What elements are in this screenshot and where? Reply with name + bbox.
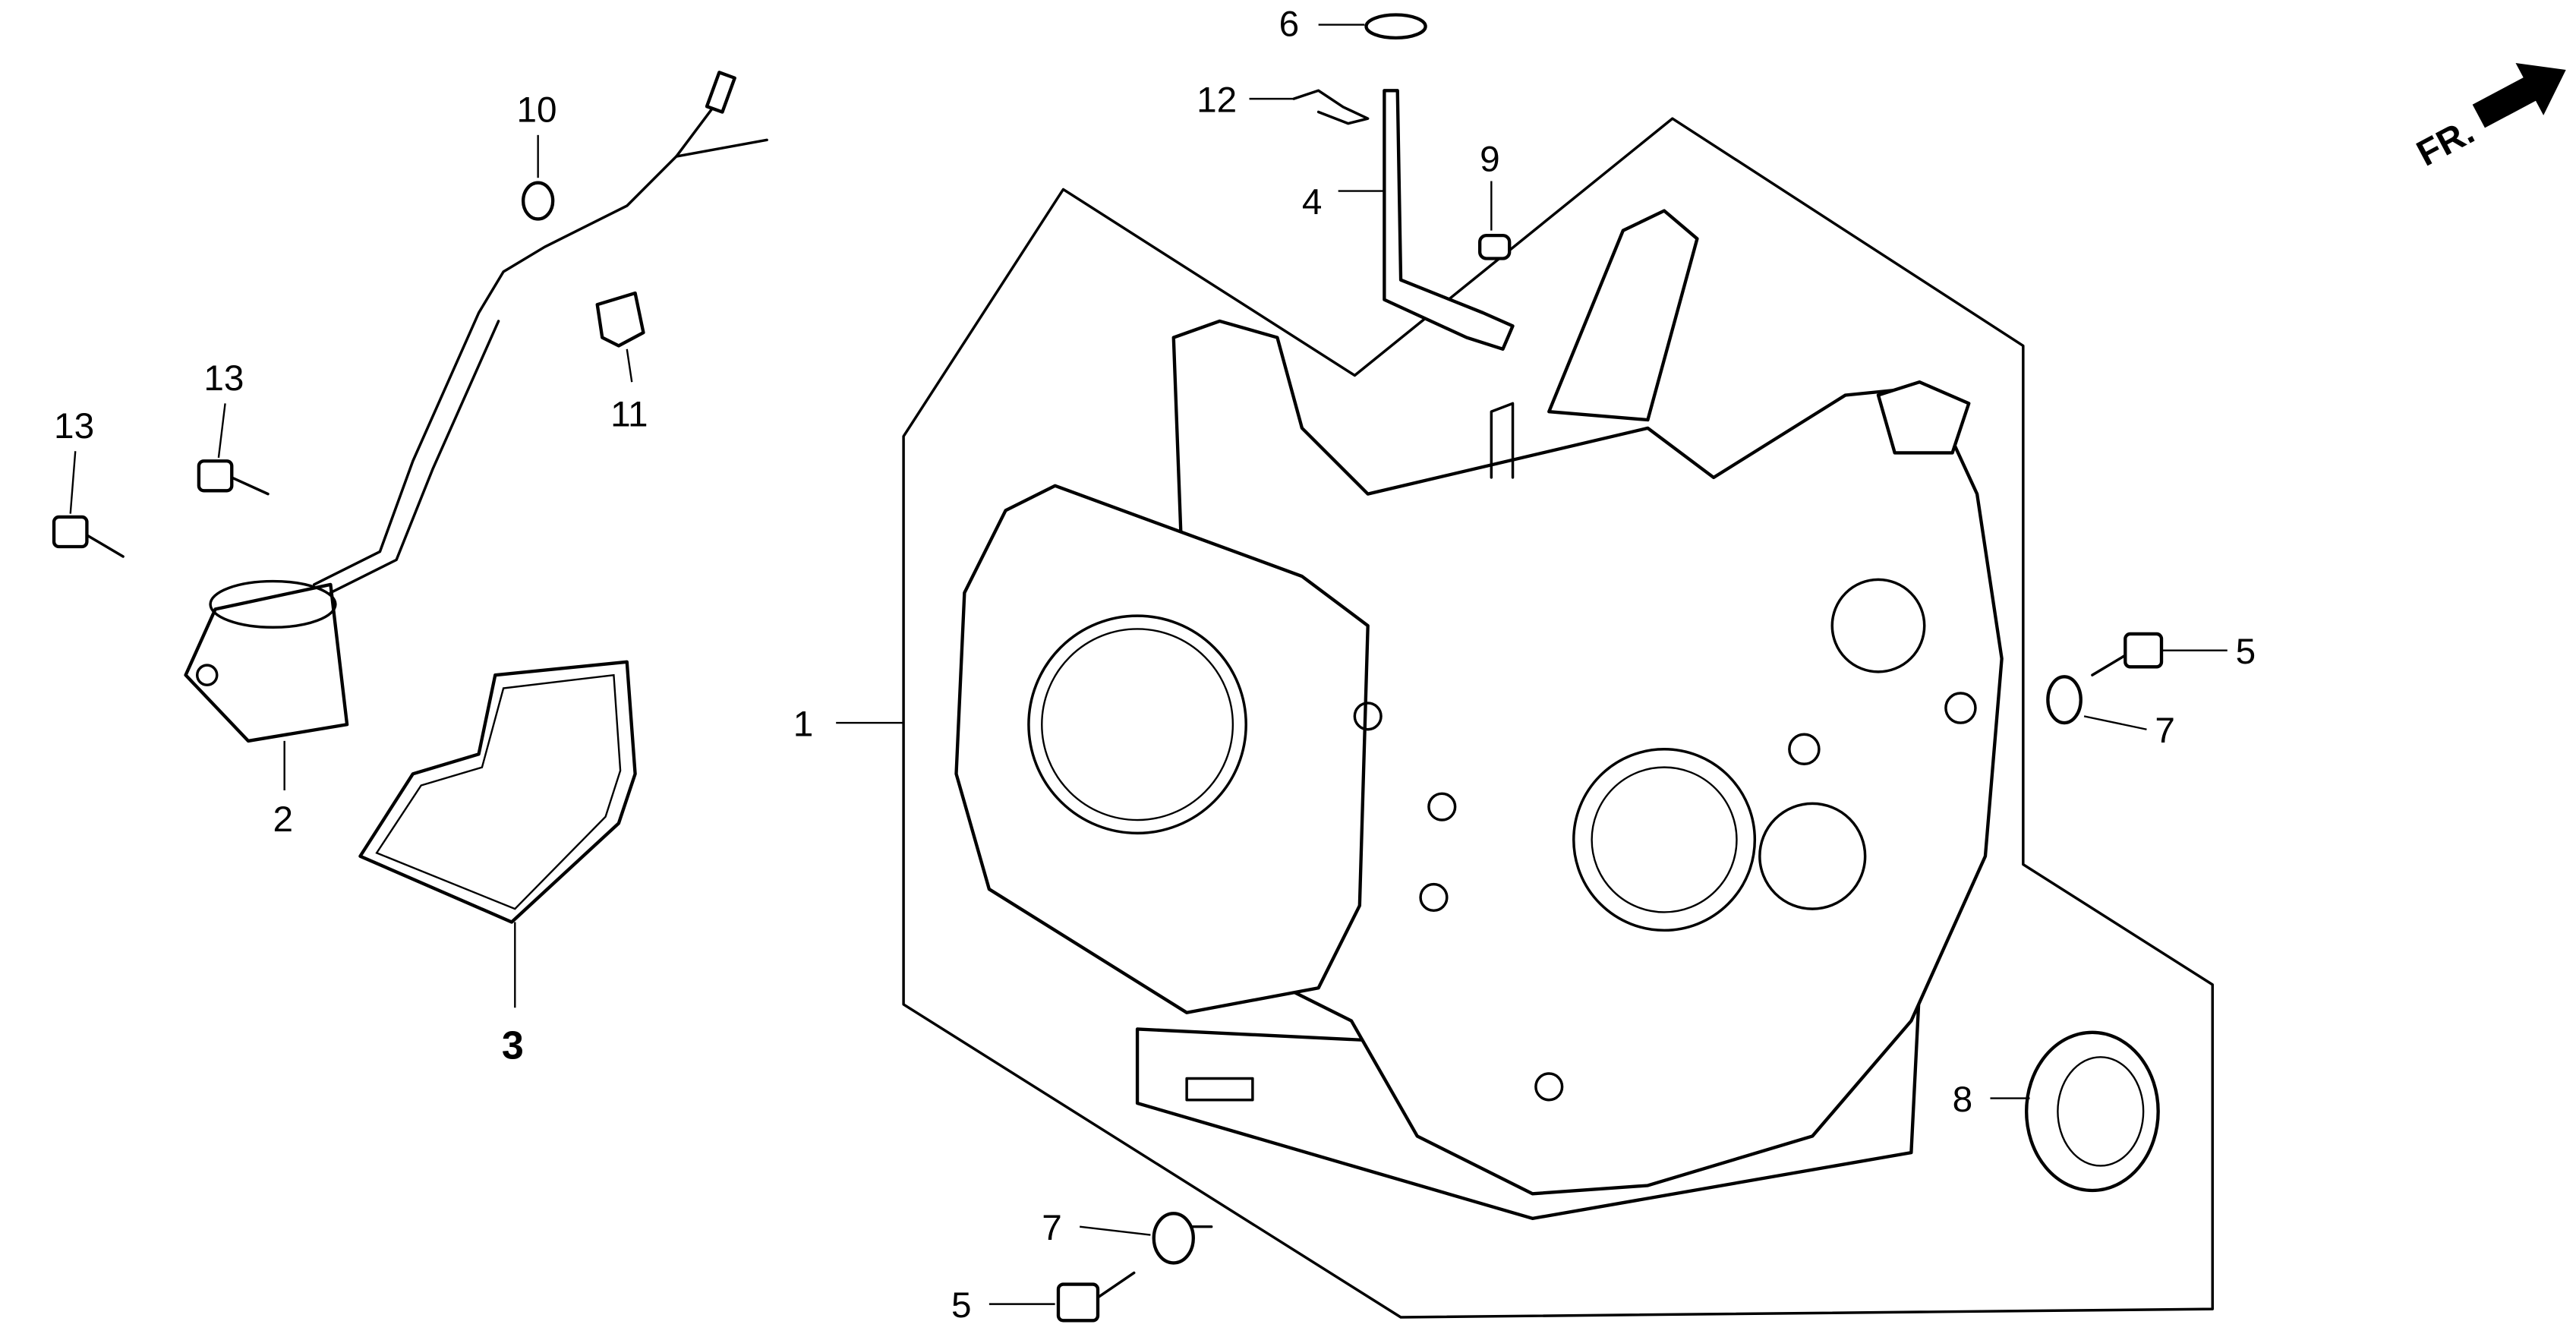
bolt-5b [1056, 1271, 1136, 1323]
assembly-boundary [902, 117, 2214, 1319]
oil-seal-8 [2025, 1030, 2160, 1193]
callout-13-upper: 13 [203, 358, 244, 399]
washer-7a [2046, 675, 2083, 725]
washer-6 [1364, 13, 1427, 40]
clip [1292, 89, 1370, 125]
bolt-13b [52, 515, 125, 558]
washer-10 [521, 181, 555, 221]
callout-1: 1 [793, 704, 814, 744]
front-label: FR. [2410, 112, 2481, 175]
callout-4: 4 [1302, 182, 1323, 222]
callout-5-right: 5 [2236, 632, 2256, 672]
front-direction-marker: FR. [2410, 62, 2566, 175]
callout-7-right: 7 [2155, 711, 2175, 751]
callout-5-bottom: 5 [951, 1285, 972, 1326]
callout-13-lower: 13 [54, 406, 94, 446]
leader-lines [69, 24, 2228, 1305]
gasket [358, 660, 637, 924]
callout-9: 9 [1480, 140, 1500, 180]
callout-10: 10 [516, 90, 557, 130]
bolt-13a [197, 459, 270, 496]
callout-7-bottom: 7 [1042, 1208, 1062, 1248]
callout-6: 6 [1279, 5, 1300, 45]
callout-8: 8 [1953, 1080, 1973, 1120]
nut-9 [1477, 233, 1512, 260]
grommet-11 [595, 291, 645, 348]
callout-11: 11 [610, 395, 648, 435]
callout-12: 12 [1197, 80, 1237, 120]
arrow-icon [2472, 62, 2566, 128]
callout-3: 3 [502, 1023, 524, 1067]
crankcase [954, 209, 2004, 1228]
callout-2: 2 [273, 799, 293, 840]
bracket [1383, 89, 1515, 351]
bolt-5a [2091, 632, 2164, 676]
washer-7b [1152, 1212, 1195, 1265]
oil-alert-switch [184, 71, 768, 743]
